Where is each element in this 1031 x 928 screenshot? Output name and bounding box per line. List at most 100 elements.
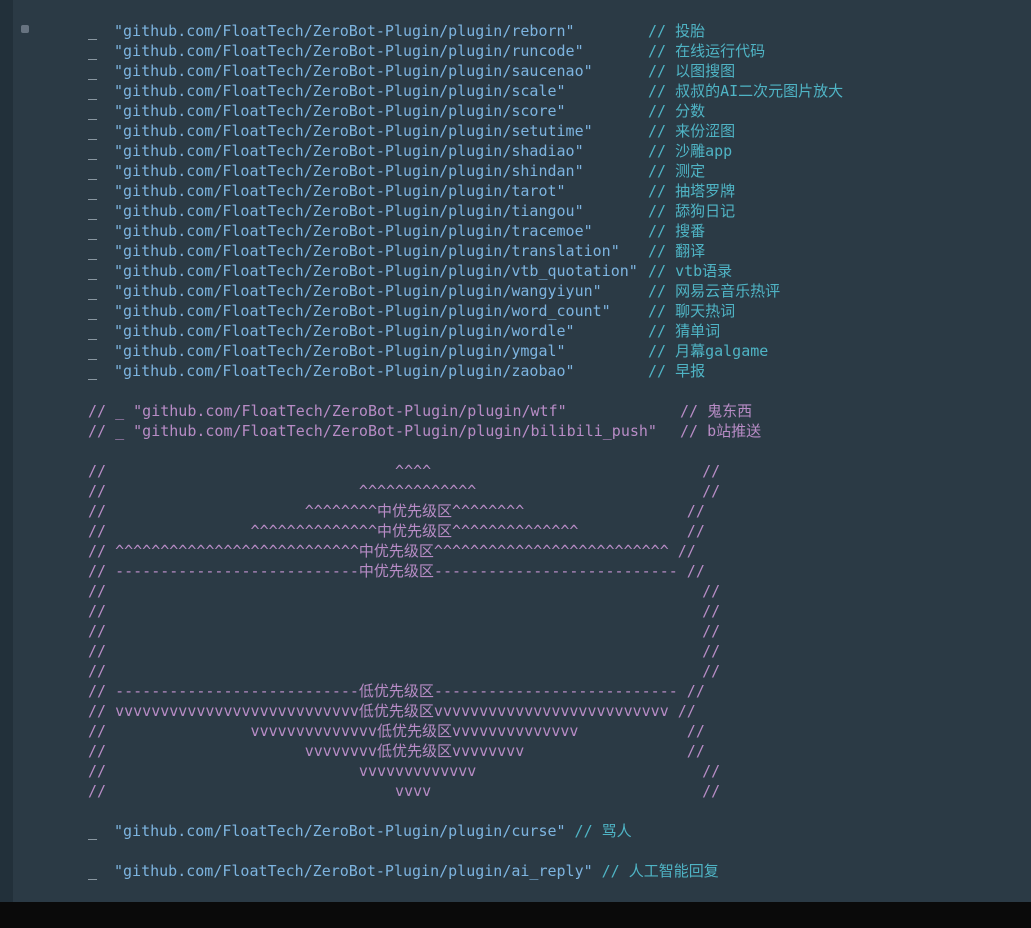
comment-art-line: // vvvvvvvvvvvvvvvvvvvvvvvvvvv低优先级区vvvvv… — [88, 702, 696, 720]
code-line[interactable]: // vvvvvvvvvvvvv // — [0, 761, 1031, 781]
code-line[interactable]: _"github.com/FloatTech/ZeroBot-Plugin/pl… — [0, 861, 1031, 881]
comment-art-line: // ^^^^^^^^^^^^^ // — [88, 482, 721, 500]
import-path-string: "github.com/FloatTech/ZeroBot-Plugin/plu… — [114, 182, 566, 200]
import-path-string: "github.com/FloatTech/ZeroBot-Plugin/plu… — [114, 102, 566, 120]
inline-comment: // 鬼东西 — [680, 402, 753, 420]
commented-import-code: // _ "github.com/FloatTech/ZeroBot-Plugi… — [88, 422, 657, 440]
blank-identifier: _ — [88, 122, 98, 140]
code-line[interactable]: // ---------------------------低优先级区-----… — [0, 681, 1031, 701]
code-line[interactable]: _ "github.com/FloatTech/ZeroBot-Plugin/pl… — [0, 321, 1031, 341]
comment-art-line: // vvvvvvvvvvvvv // — [88, 762, 721, 780]
import-path-string: "github.com/FloatTech/ZeroBot-Plugin/plu… — [114, 142, 584, 160]
inline-comment: // 投胎 — [648, 22, 706, 40]
code-line[interactable]: _ "github.com/FloatTech/ZeroBot-Plugin/pl… — [0, 141, 1031, 161]
inline-comment: // 聊天热词 — [648, 302, 736, 320]
import-path-string: "github.com/FloatTech/ZeroBot-Plugin/plu… — [114, 362, 575, 380]
code-line[interactable]: _"github.com/FloatTech/ZeroBot-Plugin/pl… — [0, 81, 1031, 101]
code-line[interactable]: // _ "github.com/FloatTech/ZeroBot-Plugi… — [0, 401, 1031, 421]
comment-art-line: // vvvvvvvvvvvvvv低优先级区vvvvvvvvvvvvvv // — [88, 722, 705, 740]
code-line[interactable]: _ "github.com/FloatTech/ZeroBot-Plugin/pl… — [0, 121, 1031, 141]
inline-comment: // 来份涩图 — [648, 122, 736, 140]
inline-comment: // 沙雕app — [648, 142, 733, 160]
inline-comment: // 分数 — [648, 102, 706, 120]
code-line[interactable]: _"github.com/FloatTech/ZeroBot-Plugin/pl… — [0, 261, 1031, 281]
comment-art-line: // ---------------------------低优先级区-----… — [88, 682, 705, 700]
code-line[interactable]: // vvvvvvvvvvvvvv低优先级区vvvvvvvvvvvvvv // — [0, 721, 1031, 741]
comment-art-line: // // — [88, 642, 721, 660]
code-line[interactable]: _"github.com/FloatTech/ZeroBot-Plugin/pl… — [0, 281, 1031, 301]
inline-comment: // 叔叔的AI二次元图片放大 — [648, 82, 844, 100]
blank-identifier: _ — [88, 242, 98, 260]
blank-identifier: _ — [88, 62, 98, 80]
code-line[interactable]: // ^^^^^^^^中优先级区^^^^^^^^ // — [0, 501, 1031, 521]
code-line[interactable]: // ---------------------------中优先级区-----… — [0, 561, 1031, 581]
import-path-string: "github.com/FloatTech/ZeroBot-Plugin/plu… — [114, 42, 584, 60]
code-line[interactable]: _"github.com/FloatTech/ZeroBot-Plugin/pl… — [0, 21, 1031, 41]
comment-art-line: // // — [88, 582, 721, 600]
code-line[interactable]: // ^^^^^^^^^^^^^^^^^^^^^^^^^^^中优先级区^^^^^… — [0, 541, 1031, 561]
code-line[interactable]: // // — [0, 621, 1031, 641]
code-line[interactable]: _ "github.com/FloatTech/ZeroBot-Plugin/pl… — [0, 361, 1031, 381]
inline-comment: // 翻译 — [648, 242, 706, 260]
blank-identifier: _ — [88, 342, 98, 360]
code-line[interactable]: // // — [0, 661, 1031, 681]
fold-marker-icon[interactable] — [21, 25, 29, 33]
blank-identifier: _ — [88, 822, 98, 840]
comment-art-line: // ---------------------------中优先级区-----… — [88, 562, 705, 580]
code-line[interactable]: // // — [0, 581, 1031, 601]
comment-art-line: // ^^^^^^^^^^^^^^中优先级区^^^^^^^^^^^^^^ // — [88, 522, 705, 540]
code-line[interactable]: // ^^^^^^^^^^^^^ // — [0, 481, 1031, 501]
comment-art-line: // vvvv // — [88, 782, 721, 800]
code-line[interactable]: // vvvv // — [0, 781, 1031, 801]
code-line-blank[interactable] — [0, 841, 1031, 861]
code-line[interactable]: _"github.com/FloatTech/ZeroBot-Plugin/pl… — [0, 161, 1031, 181]
code-editor[interactable]: _ "github.com/FloatTech/ZeroBot-Plugin/pl… — [0, 0, 1031, 902]
import-path-string: "github.com/FloatTech/ZeroBot-Plugin/plu… — [114, 202, 584, 220]
comment-art-line: // ^^^^ // — [88, 462, 721, 480]
code-line[interactable]: // _ "github.com/FloatTech/ZeroBot-Plugi… — [0, 421, 1031, 441]
blank-identifier: _ — [88, 362, 98, 380]
code-line[interactable]: _ "github.com/FloatTech/ZeroBot-Plugin/pl… — [0, 101, 1031, 121]
bottom-panel — [0, 902, 1031, 928]
comment-art-line: // ^^^^^^^^^^^^^^^^^^^^^^^^^^^中优先级区^^^^^… — [88, 542, 696, 560]
code-line[interactable]: // // — [0, 601, 1031, 621]
code-line-blank[interactable] — [0, 801, 1031, 821]
inline-comment: // 早报 — [648, 362, 706, 380]
code-line[interactable]: // ^^^^^^^^^^^^^^中优先级区^^^^^^^^^^^^^^ // — [0, 521, 1031, 541]
blank-identifier: _ — [88, 102, 98, 120]
import-path-string: "github.com/FloatTech/ZeroBot-Plugin/plu… — [114, 122, 593, 140]
code-line[interactable]: _"github.com/FloatTech/ZeroBot-Plugin/pl… — [0, 301, 1031, 321]
code-line[interactable]: _"github.com/FloatTech/ZeroBot-Plugin/pl… — [0, 221, 1031, 241]
code-line[interactable]: // // — [0, 641, 1031, 661]
code-line[interactable]: _"github.com/FloatTech/ZeroBot-Plugin/pl… — [0, 821, 1031, 841]
code-line[interactable]: _ "github.com/FloatTech/ZeroBot-Plugin/pl… — [0, 61, 1031, 81]
blank-identifier: _ — [88, 22, 98, 40]
editor-gutter — [0, 0, 13, 902]
code-line[interactable]: _ "github.com/FloatTech/ZeroBot-Plugin/pl… — [0, 41, 1031, 61]
code-line[interactable]: // ^^^^ // — [0, 461, 1031, 481]
inline-comment: // 抽塔罗牌 — [648, 182, 736, 200]
import-path-string: "github.com/FloatTech/ZeroBot-Plugin/plu… — [114, 282, 602, 300]
import-path-string: "github.com/FloatTech/ZeroBot-Plugin/plu… — [114, 82, 566, 100]
code-line-blank[interactable] — [0, 381, 1031, 401]
code-line[interactable]: _"github.com/FloatTech/ZeroBot-Plugin/pl… — [0, 181, 1031, 201]
code-line[interactable]: // vvvvvvvv低优先级区vvvvvvvv // — [0, 741, 1031, 761]
blank-identifier: _ — [88, 322, 98, 340]
import-path-string: "github.com/FloatTech/ZeroBot-Plugin/plu… — [114, 62, 593, 80]
code-line[interactable]: _"github.com/FloatTech/ZeroBot-Plugin/pl… — [0, 241, 1031, 261]
blank-identifier: _ — [88, 202, 98, 220]
blank-identifier: _ — [88, 42, 98, 60]
comment-art-line: // // — [88, 662, 721, 680]
blank-identifier: _ — [88, 862, 98, 880]
code-line-blank[interactable] — [0, 441, 1031, 461]
code-line[interactable]: _"github.com/FloatTech/ZeroBot-Plugin/pl… — [0, 341, 1031, 361]
inline-comment: // vtb语录 — [648, 262, 733, 280]
inline-comment: // 搜番 — [648, 222, 706, 240]
blank-identifier: _ — [88, 162, 98, 180]
code-line[interactable]: _ "github.com/FloatTech/ZeroBot-Plugin/pl… — [0, 201, 1031, 221]
blank-identifier: _ — [88, 142, 98, 160]
import-path-string: "github.com/FloatTech/ZeroBot-Plugin/plu… — [114, 302, 611, 320]
code-line[interactable]: // vvvvvvvvvvvvvvvvvvvvvvvvvvv低优先级区vvvvv… — [0, 701, 1031, 721]
inline-comment: // 月幕galgame — [648, 342, 769, 360]
import-path-string: "github.com/FloatTech/ZeroBot-Plugin/plu… — [114, 322, 575, 340]
